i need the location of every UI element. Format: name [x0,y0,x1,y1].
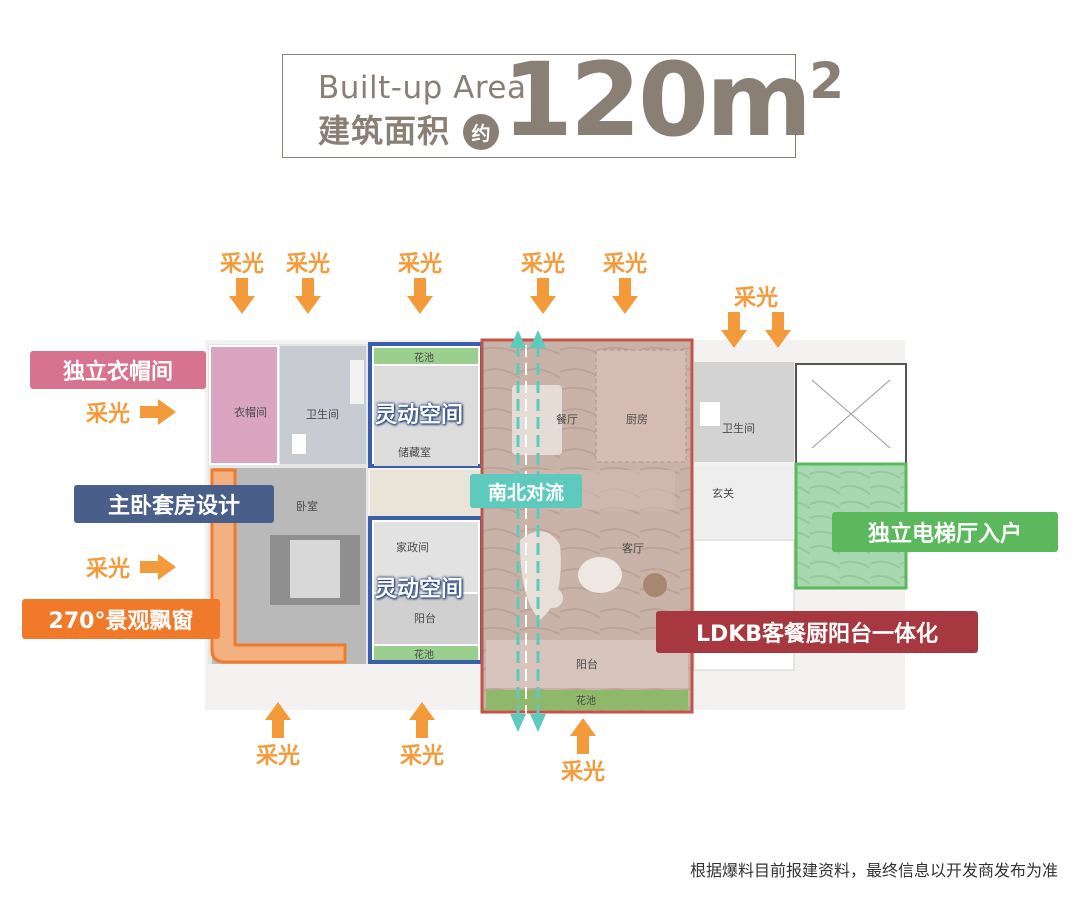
room-label-balcony-big: 阳台 [576,658,598,671]
light-label: 采光 [286,252,331,277]
tag-ldkb: LDKB客餐厨阳台一体化 [656,611,978,653]
arrow-down-icon [765,312,791,348]
light-top-2: 采光 [286,246,330,314]
foyer-room [694,466,794,538]
room-label-flower-bottom-right: 花池 [576,696,596,707]
arrow-right-icon [140,554,177,580]
light-top-6: 采光 [721,280,791,348]
tag-bay-window: 270°景观飘窗 [22,599,220,639]
arrow-down-icon [295,278,321,314]
kitchen-room [595,349,687,463]
tag-elevator-entry: 独立电梯厅入户 [832,512,1058,552]
light-top-5: 采光 [603,246,647,314]
light-label: 采光 [400,744,445,769]
flower-bottom-left [374,646,478,660]
corridor [370,470,482,516]
light-label: 采光 [220,252,265,277]
cloakroom-room [209,345,279,465]
arrow-up-icon [265,702,291,738]
toilet-2 [700,402,720,426]
area-superscript: 2 [809,52,844,110]
room-label-living: 客厅 [622,542,644,555]
arrow-down-icon [612,278,638,314]
room-label-cloakroom: 衣帽间 [234,406,267,419]
light-label: 采光 [86,557,131,582]
light-left-2: 采光 [86,551,177,583]
light-top-4: 采光 [521,246,565,314]
light-label: 采光 [86,402,131,427]
arrow-down-icon [229,278,255,314]
disclaimer-text: 根据爆料目前报建资料，最终信息以开发商发布为准 [689,861,1058,880]
arrow-down-icon [530,278,556,314]
room-label-kitchen: 厨房 [626,413,648,426]
arrow-down-icon [721,312,747,348]
balcony-big-room [486,640,688,688]
tag-cloakroom: 独立衣帽间 [30,351,206,389]
room-label-housekeeping: 家政间 [396,541,429,554]
room-label-bedroom: 卧室 [296,500,318,513]
area-value: 120m2 [502,41,844,160]
approx-badge: 约 [463,114,499,150]
light-label: 采光 [256,744,301,769]
light-bottom-2: 采光 [400,702,444,770]
flex-space-top-label: 灵动空间 [375,403,464,428]
light-label: 采光 [733,286,778,311]
room-label-foyer: 玄关 [712,487,734,500]
area-title-cn: 建筑面积 [318,112,451,150]
arrow-down-icon [407,278,433,314]
room-label-flower-top: 花池 [414,353,434,364]
light-top-3: 采光 [398,246,442,314]
light-label: 采光 [561,760,606,785]
room-label-flower-bottom-left: 花池 [414,650,434,661]
light-top-1: 采光 [220,246,264,314]
toilet-1 [292,434,306,454]
room-label-bathroom-main: 卫生间 [306,408,339,421]
flower-top [374,348,478,364]
room-label-storage: 储藏室 [398,446,431,459]
room-label-balcony-small: 阳台 [414,612,436,625]
room-label-bathroom-second: 卫生间 [722,422,755,435]
area-title-en: Built-up Area [318,70,527,106]
light-left-1: 采光 [86,396,177,428]
coffee-table [578,557,622,593]
arrow-right-icon [140,399,177,425]
light-label: 采光 [398,252,443,277]
room-label-dining: 餐厅 [556,413,578,426]
arrow-up-icon [570,718,596,754]
light-bottom-3: 采光 [561,718,605,786]
header-frame [282,54,796,158]
flex-space-bottom-label: 灵动空间 [375,577,464,602]
ventilation-arrows [510,330,546,732]
tag-ventilation: 南北对流 [470,474,582,508]
light-bottom-1: 采光 [256,702,300,770]
light-label: 采光 [521,252,566,277]
arrow-up-icon [409,702,435,738]
light-label: 采光 [603,252,648,277]
tag-master-suite: 主卧套房设计 [74,485,274,523]
